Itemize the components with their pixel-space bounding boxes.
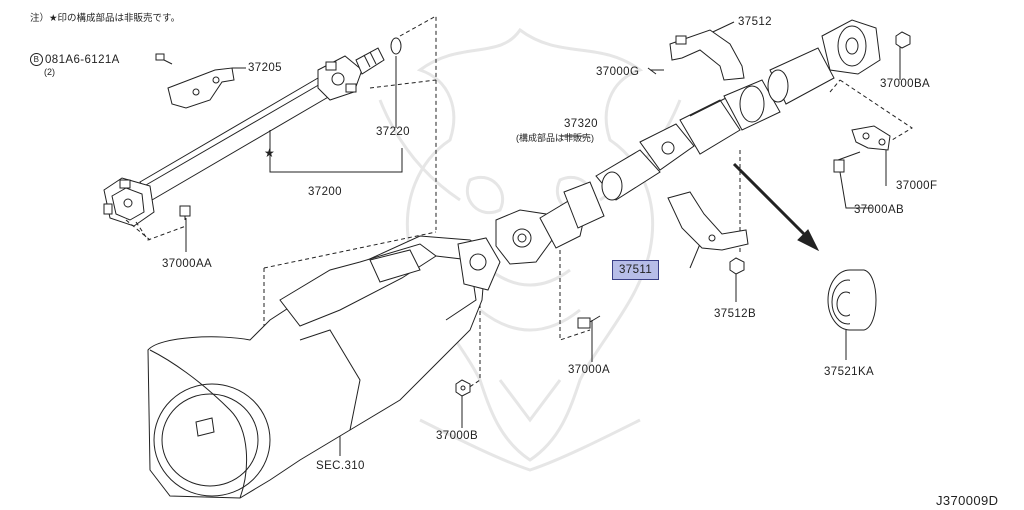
bracket-37205 [155,53,235,109]
label-37512: 37512 [738,16,772,28]
bolt-quantity: (2) [44,67,55,77]
label-37200: 37200 [308,186,342,198]
nut-37512B [729,257,745,275]
label-sec310: SEC.310 [316,460,365,472]
label-37000F: 37000F [896,180,938,192]
label-37000AA: 37000AA [162,258,213,270]
label-37205: 37205 [248,62,282,74]
note-text: 注）★印の構成部品は非販売です。 [30,13,181,24]
label-37320-note: (構成部品は非販売) [516,133,594,143]
bolt-circle-badge: B [30,53,43,66]
samurai-helmet-watermark [378,27,682,472]
propeller-shaft-front [103,37,402,227]
star-marker: ★ [264,146,275,160]
label-37220: 37220 [376,126,410,138]
bracket-37511 [667,191,749,251]
transmission-sec310 [147,235,501,499]
label-37000A: 37000A [568,364,611,376]
propeller-shaft-rear [495,19,881,265]
label-37000G: 37000G [596,66,640,78]
nut-37000BA [895,31,911,49]
diagram-id: J370009D [936,493,999,508]
label-37000BA: 37000BA [880,78,931,90]
down-right-arrow [732,162,820,252]
bolt-code: 081A6-6121A [45,54,120,66]
label-37320: 37320 [564,118,598,130]
label-37521KA: 37521KA [824,366,875,378]
nut-37000B [455,379,471,397]
bolt-37000A [577,315,601,329]
bolt-37000AA [179,205,191,220]
bearing-37521KA [827,269,877,331]
bracket-37512 [647,29,745,81]
callout-dashed-lines [125,15,913,393]
bolt-37000AB [833,151,861,173]
label-37000AB: 37000AB [854,204,905,216]
label-37512B: 37512B [714,308,757,320]
label-37000B: 37000B [436,430,479,442]
plate-37000F [851,125,891,151]
label-37511-highlighted[interactable]: 37511 [612,260,660,280]
